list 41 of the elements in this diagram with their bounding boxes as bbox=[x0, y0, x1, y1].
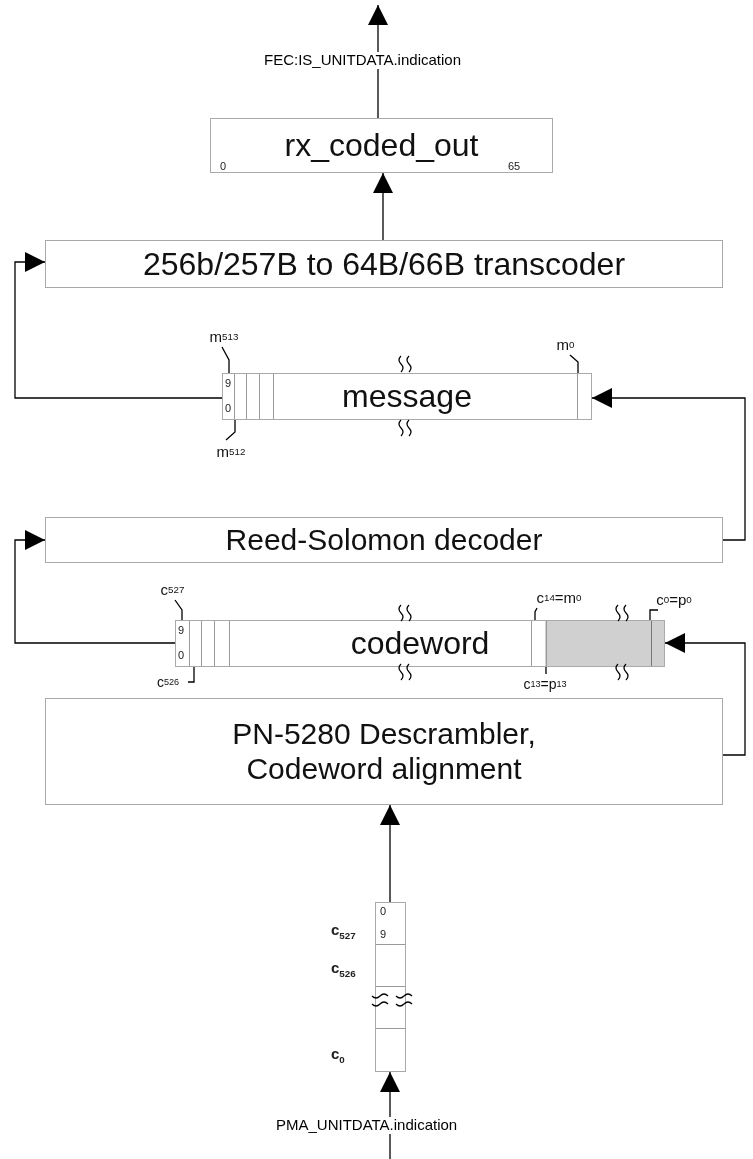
leader-line bbox=[174, 599, 183, 621]
arrow bbox=[14, 252, 223, 399]
arrow bbox=[373, 172, 393, 241]
box-title: rx_coded_out bbox=[284, 127, 479, 164]
symbol-label: c$_{526}$ bbox=[331, 960, 356, 979]
arrow bbox=[591, 388, 746, 541]
bit-index: 0 bbox=[220, 161, 227, 172]
leader-line bbox=[569, 354, 579, 374]
arrow bbox=[380, 804, 400, 903]
process-box bbox=[45, 698, 723, 805]
symbol-label: c$_{0}$ bbox=[331, 1046, 345, 1065]
leader-line bbox=[225, 419, 236, 441]
leader-line bbox=[545, 666, 547, 675]
bit-field bbox=[222, 373, 592, 420]
bit-index: 65 bbox=[508, 161, 521, 172]
arrow bbox=[14, 530, 176, 644]
bit-field bbox=[375, 902, 406, 1072]
bit-index: 9 bbox=[225, 378, 232, 389]
box-title: PN-5280 Descrambler, Codeword alignment bbox=[231, 717, 537, 786]
process-box bbox=[45, 517, 723, 563]
arrow bbox=[368, 4, 388, 119]
edge-label: FEC:IS_UNITDATA.indication bbox=[262, 52, 463, 69]
bit-index: 0 bbox=[225, 403, 232, 414]
arrow bbox=[664, 633, 746, 756]
leader-line bbox=[534, 607, 538, 621]
bit-index: 0 bbox=[178, 650, 185, 661]
bit-index: 9 bbox=[380, 929, 387, 940]
leader-line bbox=[187, 666, 195, 683]
box-title: codeword bbox=[350, 625, 490, 662]
box-title: Reed-Solomon decoder bbox=[225, 522, 543, 558]
leader-line bbox=[221, 346, 230, 374]
process-box bbox=[45, 240, 723, 288]
symbol-label: c$_{527}$ bbox=[331, 922, 356, 941]
bit-index: 9 bbox=[178, 625, 185, 636]
process-box bbox=[210, 118, 553, 173]
edge-label: PMA_UNITDATA.indication bbox=[274, 1117, 460, 1134]
leader-line bbox=[649, 609, 659, 621]
bit-field bbox=[175, 620, 665, 667]
box-title: 256b/257B to 64B/66B transcoder bbox=[142, 245, 626, 283]
box-title: message bbox=[342, 378, 472, 415]
bit-index: 0 bbox=[380, 906, 387, 917]
